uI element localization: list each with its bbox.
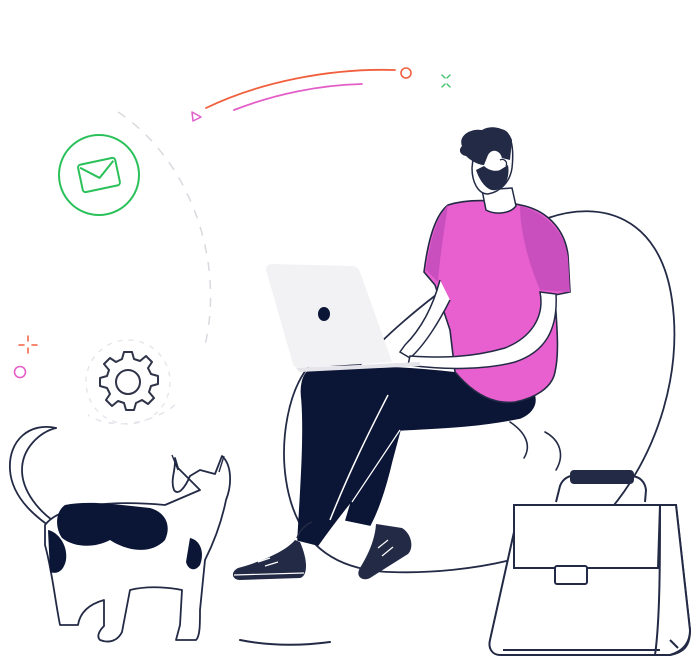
sparkle-icon — [441, 74, 451, 88]
dashed-orbit-lower — [87, 404, 176, 425]
envelope-icon — [58, 134, 140, 216]
cat — [9, 426, 231, 643]
pink-arc — [233, 83, 363, 111]
laptop — [266, 264, 420, 372]
dashed-orbit — [117, 111, 212, 346]
gear-icon — [85, 339, 171, 425]
man-legs — [232, 366, 536, 580]
ground-line — [239, 639, 331, 646]
pink-ring — [13, 365, 27, 379]
man-head — [459, 127, 514, 195]
briefcase — [488, 470, 692, 656]
plus-sparkle-icon — [18, 335, 38, 354]
orange-arc — [205, 68, 396, 109]
orange-ring — [400, 67, 412, 79]
pink-triangle — [191, 111, 202, 122]
